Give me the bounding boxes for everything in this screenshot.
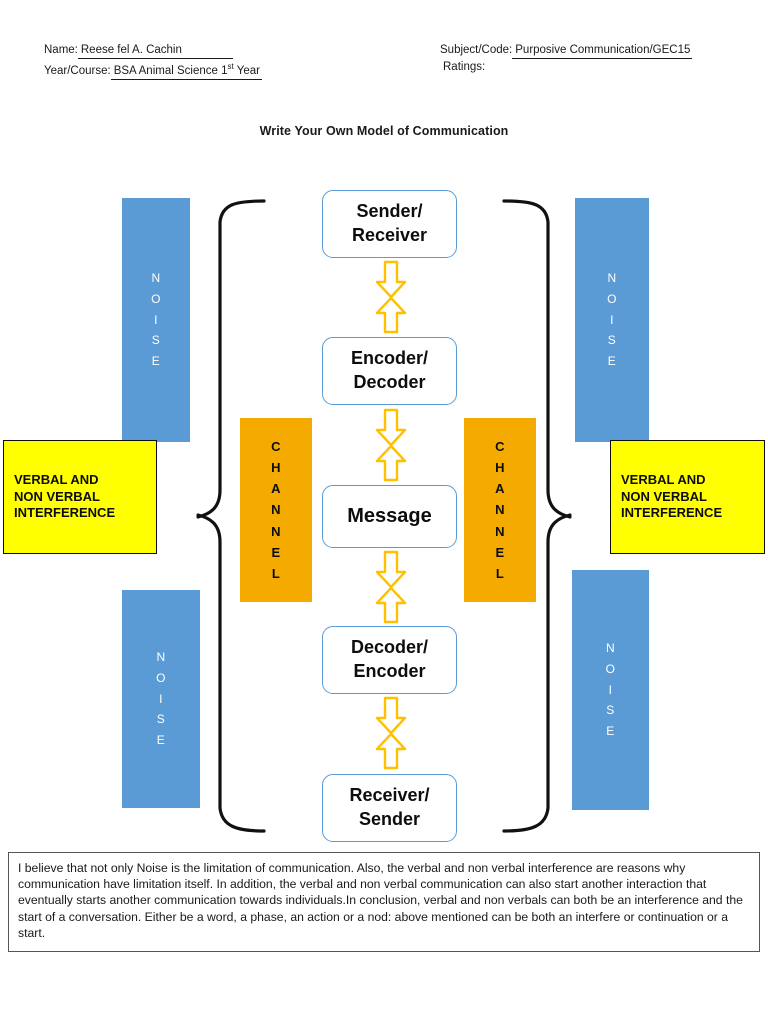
channel-box-right: C H A N N E L [464,418,536,602]
channel-letter: L [495,565,505,581]
brace-right-top [502,198,572,519]
noise-letter: O [151,292,161,307]
noise-box-top-left: N O I S E [122,198,190,442]
noise-letter: S [156,712,166,727]
header-right-block: Subject/Code: Purposive Communication/GE… [440,42,693,75]
noise-box-bottom-right: N O I S E [572,570,649,810]
year-course-value-tail: Year [233,64,260,77]
flow-box-message: Message [322,485,457,548]
noise-letter: I [608,682,613,697]
flow-box-line-1: Decoder/ [350,637,429,658]
channel-letter: A [271,481,281,497]
interference-text-right: VERBAL AND NON VERBAL INTERFERENCE [611,472,722,522]
subject-code-value: Purposive Communication/GEC15 [512,42,693,59]
ratings-row: Ratings: [440,59,692,75]
channel-letter: N [495,523,505,539]
noise-letter: E [156,732,166,747]
arrow-up-icon [375,732,407,770]
arrow-down-icon [375,260,407,299]
noise-letter: S [607,333,617,348]
channel-letter: E [271,544,281,560]
channel-letter: L [271,565,281,581]
interference-line-3: INTERFERENCE [621,505,723,521]
channel-letter: H [495,460,505,476]
flow-box-line-2: Receiver [351,225,428,245]
channel-letter: H [271,460,281,476]
subject-code-label: Subject/Code: [440,44,513,56]
noise-letter: N [151,271,161,286]
arrow-pair-decoder-to-receiver [369,696,413,770]
flow-box-line-2: Encoder [353,661,426,681]
flow-box-line-1: Message [347,505,432,528]
noise-box-bottom-left: N O I S E [122,590,200,808]
brace-left-top [196,198,266,519]
header-left-block: Name: Reese fel A. Cachin Year/Course: B… [44,42,262,80]
noise-letter: I [610,312,614,327]
channel-letter: C [495,439,505,455]
year-course-ordinal-suffix: st [227,62,234,71]
ratings-label: Ratings: [443,61,486,73]
brace-left-bottom [196,512,266,833]
channel-letter: A [495,481,505,497]
flow-box-line-1: Sender/ [356,201,423,222]
noise-letter: N [156,650,166,665]
channel-letter: N [495,502,505,518]
arrow-pair-encoder-to-message [369,408,413,482]
reflection-paragraph-box: I believe that not only Noise is the lim… [8,852,760,952]
noise-letter: S [606,703,615,718]
subject-code-row: Subject/Code: Purposive Communication/GE… [440,42,693,59]
noise-letter: E [151,353,161,368]
interference-box-right: VERBAL AND NON VERBAL INTERFERENCE [610,440,765,554]
interference-text-left: VERBAL AND NON VERBAL INTERFERENCE [4,472,115,522]
interference-line-2: NON VERBAL [14,488,100,504]
year-course-value-text: BSA Animal Science 1 [113,64,228,77]
flow-box-line-2: Decoder [353,372,426,392]
channel-letter: N [271,502,281,518]
flow-box-line-1: Receiver/ [349,785,430,806]
arrow-up-icon [375,296,407,334]
arrow-down-icon [375,696,407,735]
year-course-value: BSA Animal Science 1st Year [110,59,262,80]
interference-line-3: INTERFERENCE [14,505,116,521]
noise-letter: N [607,271,617,286]
flow-box-decoder-encoder: Decoder/ Encoder [322,626,457,694]
flow-box-encoder-decoder: Encoder/ Decoder [322,337,457,405]
noise-box-top-right: N O I S E [575,198,649,442]
channel-letter: C [271,439,281,455]
interference-box-left: VERBAL AND NON VERBAL INTERFERENCE [3,440,157,554]
arrow-pair-message-to-decoder [369,550,413,624]
noise-letter: O [605,662,616,677]
year-course-label: Year/Course: [44,64,111,77]
noise-letter: O [156,671,166,686]
arrow-pair-sender-to-encoder [369,260,413,334]
noise-letter: E [607,353,617,368]
interference-line-2: NON VERBAL [621,488,707,504]
noise-letter: I [154,312,158,327]
noise-letter: S [151,333,161,348]
flow-box-line-2: Sender [358,809,421,829]
noise-letter: N [605,641,616,656]
interference-line-1: VERBAL AND [621,472,706,488]
arrow-down-icon [375,408,407,447]
flow-box-line-1: Encoder/ [350,348,429,369]
name-label: Name: [44,44,78,56]
arrow-down-icon [375,550,407,589]
name-row: Name: Reese fel A. Cachin [44,42,262,59]
brace-right-bottom [502,512,572,833]
name-value: Reese fel A. Cachin [77,42,233,59]
flow-box-sender-receiver: Sender/ Receiver [322,190,457,258]
flow-box-receiver-sender: Receiver/ Sender [322,774,457,842]
arrow-up-icon [375,586,407,624]
year-course-row: Year/Course: BSA Animal Science 1st Year [44,59,262,80]
channel-box-left: C H A N N E L [240,418,312,602]
channel-letter: E [495,544,505,560]
noise-letter: I [159,691,163,706]
noise-letter: O [607,292,617,307]
interference-line-1: VERBAL AND [14,472,99,488]
noise-letter: E [606,723,615,738]
channel-letter: N [271,523,281,539]
arrow-up-icon [375,444,407,482]
page-title: Write Your Own Model of Communication [259,124,509,138]
